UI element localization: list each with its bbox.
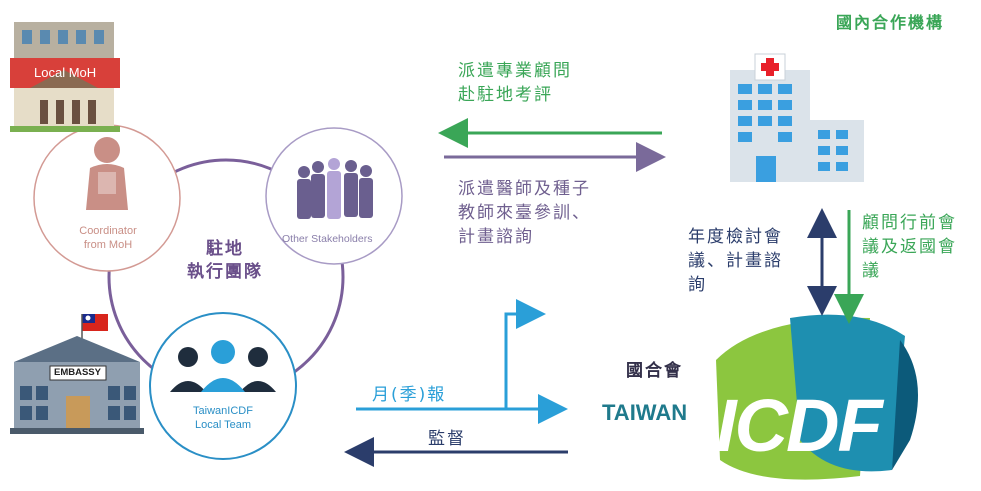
report-label: 月(季)報	[372, 385, 447, 405]
local-moh-building-icon	[10, 22, 120, 132]
coordinator-label: Coordinator from MoH	[79, 225, 137, 252]
stakeholders-circle	[265, 127, 403, 265]
pre-meeting-label: 顧問行前會 議及返國會 議	[862, 213, 957, 281]
supervise-label: 監督	[428, 429, 466, 449]
coordinator-circle	[33, 124, 181, 272]
icdf-taiwan-label: TAIWAN	[602, 400, 688, 425]
training-label: 派遣醫師及種子 教師來臺參訓、 計畫諮詢	[458, 179, 591, 247]
people-group-icon	[297, 158, 373, 219]
coordinator-person-icon	[86, 137, 128, 210]
local-team-label: TaiwanICDF Local Team	[193, 405, 253, 432]
embassy-label: EMBASSY	[54, 367, 101, 378]
hospital-building-icon	[730, 53, 864, 182]
icdf-logo	[716, 314, 918, 480]
arrow-report	[356, 299, 568, 424]
icdf-chinese-label: 國合會	[626, 361, 683, 381]
stakeholders-label: Other Stakeholders	[282, 233, 373, 245]
annual-review-label: 年度檢討會 議、計畫諮 詢	[688, 227, 783, 295]
center-team-label: 駐地 執行團隊	[187, 239, 263, 282]
local-team-circle	[149, 312, 297, 460]
expert-visit-label: 派遣專業顧問 赴駐地考評	[458, 61, 572, 105]
domestic-partners-label: 國內合作機構	[836, 13, 945, 32]
icdf-logo-text: ICDF	[716, 384, 883, 467]
moh-sign-label: Local MoH	[34, 65, 97, 80]
team-people-icon	[170, 340, 276, 392]
embassy-building-icon	[10, 314, 144, 434]
